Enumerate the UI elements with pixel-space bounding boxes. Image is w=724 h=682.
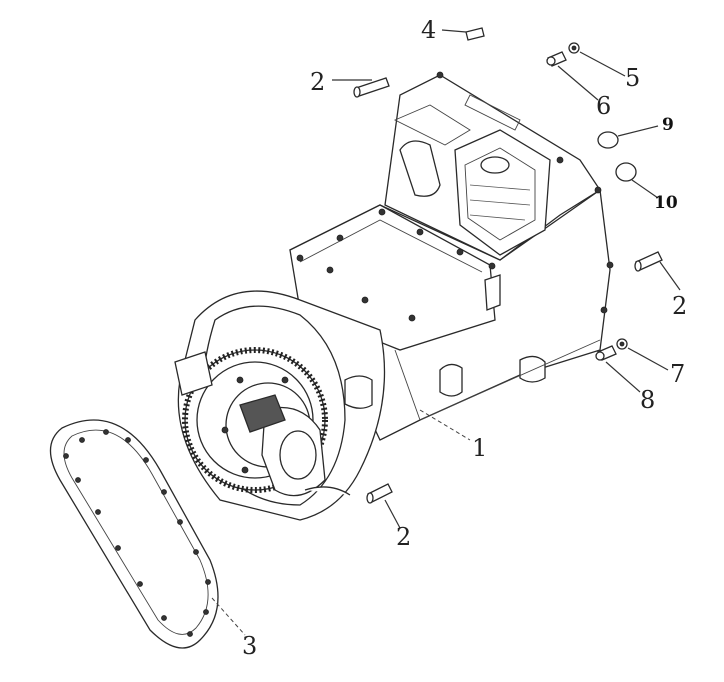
leader-2b	[659, 261, 681, 291]
leader-3	[211, 597, 246, 636]
callout-4: 4	[421, 16, 436, 44]
callout-2-right: 2	[672, 292, 687, 320]
callout-10: 10	[654, 193, 678, 213]
dowel-pin-top	[353, 77, 390, 98]
washer-part-5	[568, 42, 580, 54]
dowel-pin-bottom	[366, 483, 393, 504]
leader-5	[579, 51, 626, 77]
callout-3: 3	[242, 632, 257, 660]
front-flange-assembly	[174, 290, 386, 521]
leader-10	[631, 179, 659, 199]
plug-part-10	[615, 162, 637, 182]
pin-part-4	[465, 27, 485, 41]
leader-4	[441, 29, 467, 33]
gasket-part	[49, 419, 219, 649]
leader-1	[419, 409, 471, 441]
dowel-pin-right	[634, 251, 663, 272]
plug-part-9	[597, 131, 619, 149]
callout-7: 7	[670, 360, 685, 388]
leader-9	[617, 125, 659, 137]
washer-part-7	[616, 338, 628, 350]
callout-1: 1	[472, 434, 487, 462]
bolt-part-8	[595, 345, 617, 361]
callout-9: 9	[662, 115, 674, 135]
leader-2c	[384, 499, 401, 529]
callout-2-top: 2	[310, 68, 325, 96]
callout-6: 6	[596, 92, 611, 120]
leader-7	[627, 347, 669, 371]
callout-2-bottom: 2	[396, 523, 411, 551]
bolt-part-6	[546, 51, 567, 67]
leader-8	[605, 361, 641, 393]
callout-5: 5	[625, 64, 640, 92]
callout-8: 8	[640, 386, 655, 414]
leader-6	[557, 65, 599, 101]
